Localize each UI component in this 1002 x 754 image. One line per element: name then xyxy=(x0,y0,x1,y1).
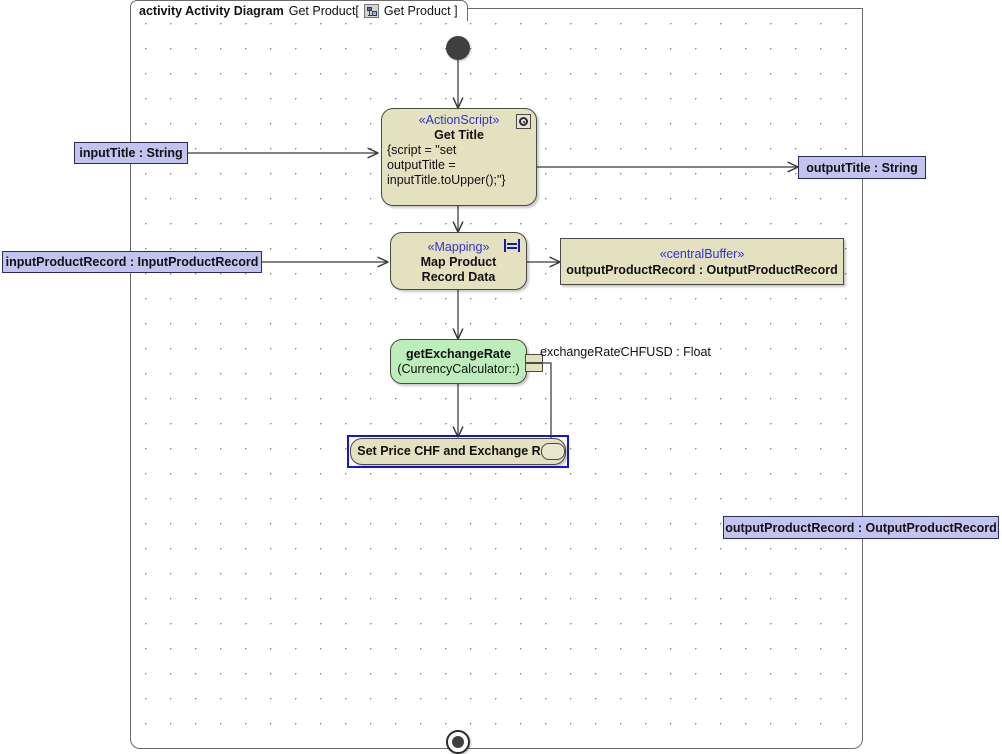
central-buffer-stereotype: «centralBuffer» xyxy=(659,246,745,261)
map-product-name-line-2: Record Data xyxy=(421,269,496,284)
output-pin-lower[interactable] xyxy=(525,363,543,372)
map-product-name-line-1: Map Product xyxy=(420,254,497,269)
activity-final-node[interactable] xyxy=(446,730,470,754)
central-buffer-label: outputProductRecord : OutputProductRecor… xyxy=(566,262,838,277)
frame-title-tab[interactable]: activity Activity Diagram Get Product[ G… xyxy=(130,0,468,21)
set-price-name: Set Price CHF and Exchange Rate xyxy=(357,444,559,458)
object-node-input-title[interactable]: inputTitle : String xyxy=(74,142,188,164)
frame-inner-name: Get Product ] xyxy=(383,4,458,18)
object-node-output-product-record[interactable]: outputProductRecord : OutputProductRecor… xyxy=(723,516,999,539)
selection-highlight xyxy=(347,435,569,468)
get-title-script-line-1: {script = "set xyxy=(387,143,457,157)
action-get-title[interactable]: «ActionScript» Get Title {script = "set … xyxy=(381,108,537,206)
action-set-price-chf-and-exchange-rate[interactable]: Set Price CHF and Exchange Rate xyxy=(350,438,566,465)
initial-node[interactable] xyxy=(446,36,470,60)
get-exchange-rate-behavior: (CurrencyCalculator::) xyxy=(397,361,520,376)
map-product-stereotype: «Mapping» xyxy=(427,239,490,254)
action-map-product-record-data[interactable]: «Mapping» Map Product Record Data xyxy=(390,232,527,290)
activity-diagram-icon xyxy=(363,4,379,18)
frame-name: Get Product[ xyxy=(288,4,359,18)
mapping-icon xyxy=(504,239,520,252)
central-buffer-node[interactable]: «centralBuffer» outputProductRecord : Ou… xyxy=(560,238,844,285)
frame-keyword: activity Activity Diagram xyxy=(139,4,284,18)
input-pin-set-price[interactable] xyxy=(541,443,565,460)
output-pin-upper[interactable] xyxy=(525,354,543,363)
output-pin-label: exchangeRateCHFUSD : Float xyxy=(540,345,711,359)
object-node-input-product-record[interactable]: inputProductRecord : InputProductRecord xyxy=(2,251,262,273)
get-exchange-rate-name: getExchangeRate xyxy=(406,346,511,361)
object-node-output-title[interactable]: outputTitle : String xyxy=(798,156,926,179)
get-title-script-line-3: inputTitle.toUpper();"} xyxy=(387,173,506,187)
get-title-script-line-2: outputTitle = xyxy=(387,158,456,172)
action-get-exchange-rate[interactable]: getExchangeRate (CurrencyCalculator::) xyxy=(390,339,527,384)
get-title-name: Get Title xyxy=(434,128,484,142)
script-icon xyxy=(516,114,531,129)
get-title-stereotype: «ActionScript» xyxy=(418,113,500,127)
